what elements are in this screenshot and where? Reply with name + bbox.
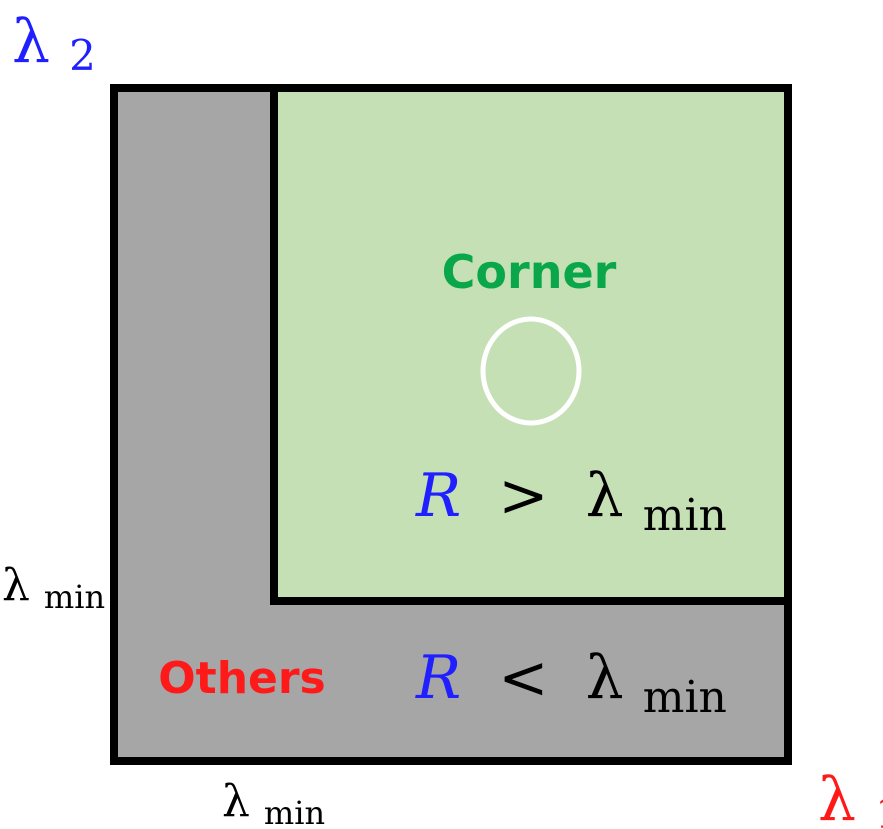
bottom-threshold-label: λ min xyxy=(222,776,325,829)
corner-condition-var: R xyxy=(415,461,461,531)
left-threshold-label: λ min xyxy=(2,560,105,616)
corner-condition-operator: > xyxy=(498,461,548,531)
corner-circle-icon xyxy=(480,316,582,426)
y-axis-subscript: 2 xyxy=(69,31,96,80)
y-axis-symbol: λ xyxy=(12,7,50,77)
left-threshold-subscript: min xyxy=(44,578,105,616)
x-axis-subscript: 1 xyxy=(875,789,883,829)
x-axis-label: λ 1 xyxy=(818,765,883,829)
others-condition: R < λ min xyxy=(415,643,727,723)
others-condition-operator: < xyxy=(498,643,548,713)
y-axis-label: λ 2 xyxy=(12,7,96,80)
corner-region xyxy=(270,84,792,605)
others-title: Others xyxy=(158,653,326,704)
others-condition-subscript: min xyxy=(643,672,727,723)
corner-condition-subscript: min xyxy=(643,490,727,541)
others-condition-var: R xyxy=(415,643,461,713)
bottom-threshold-subscript: min xyxy=(264,794,325,829)
x-axis-symbol: λ xyxy=(818,765,856,829)
corner-condition-lambda: λ xyxy=(586,461,624,531)
corner-condition: R > λ min xyxy=(415,461,727,541)
outer-frame xyxy=(110,84,792,765)
corner-title: Corner xyxy=(442,245,617,299)
bottom-threshold-symbol: λ xyxy=(222,776,250,827)
others-condition-lambda: λ xyxy=(586,643,624,713)
left-threshold-symbol: λ xyxy=(2,560,30,611)
